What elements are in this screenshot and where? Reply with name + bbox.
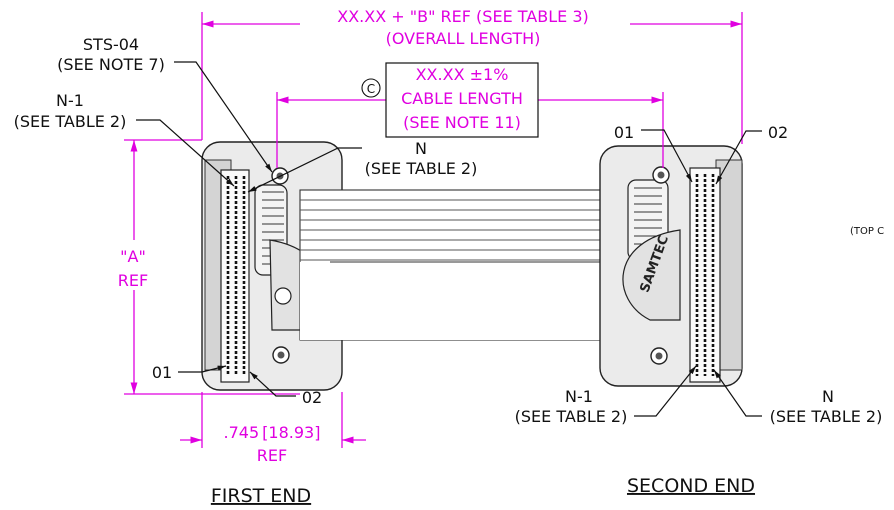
width-dimension: .745[18.93] REF: [180, 392, 366, 465]
sts-note: (SEE NOTE 7): [57, 55, 165, 74]
critical-dimension-symbol: C: [367, 82, 375, 96]
cable-length-dimension: XX.XX ±1% CABLE LENGTH (SEE NOTE 11) C: [276, 62, 664, 168]
sts-callout: STS-04: [83, 35, 139, 54]
a-ref-sublabel: REF: [118, 271, 148, 290]
second-02-callout: 02: [768, 123, 788, 142]
second-end-title: SECOND END: [627, 475, 755, 497]
second-n1-callout: N-1: [565, 387, 593, 406]
a-ref-dimension: "A" REF: [108, 139, 300, 395]
second-end-callouts: 01 02 N-1 (SEE TABLE 2) N (SEE TABLE 2) …: [515, 123, 884, 426]
first-n-callout: N: [415, 139, 427, 158]
first-n1-callout: N-1: [56, 91, 84, 110]
top-partial-label: (TOP C: [850, 226, 884, 237]
second-01-callout: 01: [614, 123, 634, 142]
second-n1-note: (SEE TABLE 2): [515, 407, 628, 426]
a-ref-label: "A": [120, 247, 146, 266]
width-label: .745[18.93]: [224, 423, 321, 442]
width-ref: REF: [257, 446, 287, 465]
first-n1-note: (SEE TABLE 2): [14, 112, 127, 131]
first-02-callout: 02: [302, 388, 322, 407]
first-end-title: FIRST END: [211, 485, 311, 507]
second-n-note: (SEE TABLE 2): [770, 407, 883, 426]
first-01-callout: 01: [152, 363, 172, 382]
first-end-callouts: STS-04 (SEE NOTE 7) N-1 (SEE TABLE 2) N …: [14, 35, 478, 407]
second-n-callout: N: [822, 387, 834, 406]
cable-length-note: (SEE NOTE 11): [403, 113, 521, 132]
overall-length-sublabel: (OVERALL LENGTH): [386, 29, 541, 48]
second-end-connector: SAMTEC: [599, 145, 743, 387]
cable-length-value: XX.XX ±1%: [416, 65, 509, 84]
cable-length-label: CABLE LENGTH: [401, 89, 523, 108]
first-n-note: (SEE TABLE 2): [365, 159, 478, 178]
ribbon-cable: [299, 189, 631, 341]
overall-length-dimension: XX.XX + "B" REF (SEE TABLE 3) (OVERALL L…: [201, 6, 743, 144]
overall-length-label: XX.XX + "B" REF (SEE TABLE 3): [337, 7, 589, 26]
